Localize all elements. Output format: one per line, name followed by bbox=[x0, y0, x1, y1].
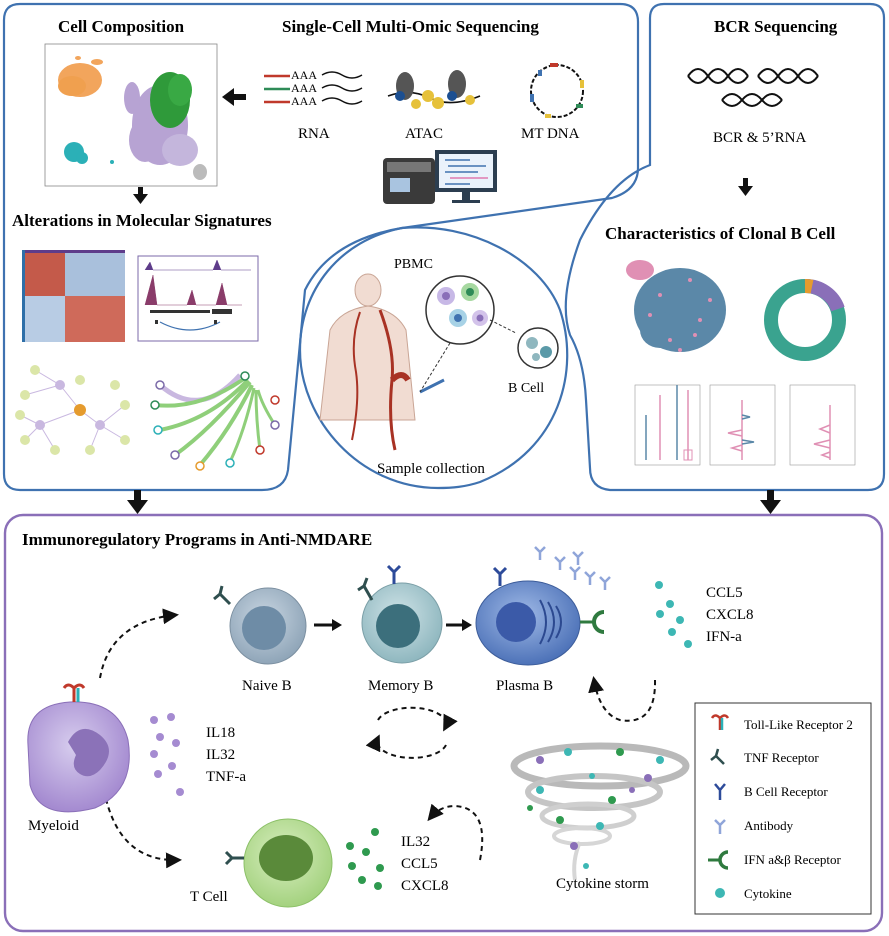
memory-b-cell bbox=[357, 564, 443, 664]
legend-label-cytokine: Cytokine bbox=[744, 886, 792, 901]
legend-box bbox=[694, 702, 872, 915]
t-cytokine-dots bbox=[346, 828, 384, 890]
arrow-down-bcr bbox=[738, 178, 753, 196]
naive-b-label: Naive B bbox=[242, 678, 292, 694]
toll-like-receptor-icon bbox=[710, 714, 730, 730]
ifn-receptor-icon bbox=[708, 850, 729, 870]
top-right-panel-border bbox=[564, 2, 886, 492]
legend-label-toll-like: Toll-Like Receptor 2 bbox=[744, 717, 853, 732]
tnf-receptor-icon bbox=[710, 748, 725, 765]
myeloid-cytokine-3: TNF-a bbox=[206, 769, 246, 785]
sequencer-icon bbox=[383, 150, 497, 204]
legend-item-toll-like: Toll-Like Receptor 2 bbox=[710, 714, 853, 732]
memory-b-label: Memory B bbox=[368, 678, 433, 694]
t-cytokine-3: CXCL8 bbox=[401, 878, 449, 894]
rna-icon bbox=[264, 71, 363, 105]
antibodies-cluster bbox=[534, 546, 611, 590]
legend-label-antibody: Antibody bbox=[744, 818, 794, 833]
t-cell bbox=[224, 818, 333, 908]
mtdna-label: MT DNA bbox=[521, 126, 580, 142]
plasma-b-cell bbox=[475, 566, 605, 666]
mtdna-icon bbox=[530, 63, 584, 118]
legend-label-tnf: TNF Receptor bbox=[744, 750, 819, 765]
dashed-arrow-tcell-loop bbox=[427, 803, 484, 861]
heatmap-thumbnail bbox=[22, 250, 125, 342]
arrow-naive-to-memory bbox=[314, 619, 342, 631]
arrow-down-umap bbox=[133, 187, 148, 204]
myeloid-label: Myeloid bbox=[28, 818, 79, 834]
poly-a-2: AAA bbox=[291, 81, 317, 95]
antibody-icon bbox=[714, 819, 726, 834]
legend-label-bcr: B Cell Receptor bbox=[744, 784, 828, 799]
top-left-panel-border bbox=[2, 2, 640, 492]
bcr-umap bbox=[626, 260, 726, 352]
track-plot-thumbnail bbox=[137, 255, 259, 342]
clonal-title: Characteristics of Clonal B Cell bbox=[605, 224, 836, 243]
poly-a-3: AAA bbox=[291, 94, 317, 108]
plasma-cytokine-dots bbox=[655, 581, 692, 648]
chord-thumbnail bbox=[150, 371, 280, 471]
rna-label: RNA bbox=[298, 126, 330, 142]
sample-collection-label: Sample collection bbox=[377, 461, 485, 477]
legend-item-ifn: IFN a&β Receptor bbox=[708, 850, 842, 870]
dashed-arrow-myeloid-to-tcell bbox=[103, 789, 182, 869]
dashed-arrow-myeloid-to-naive bbox=[99, 608, 179, 679]
naive-b-cell bbox=[213, 585, 307, 665]
bcr-title: BCR Sequencing bbox=[714, 17, 838, 36]
plasma-cytokine-3: IFN-a bbox=[706, 629, 742, 645]
b-cell-label: B Cell bbox=[508, 381, 544, 396]
sample-circle-border bbox=[298, 226, 569, 490]
plasma-cytokine-2: CXCL8 bbox=[706, 607, 754, 623]
umap-plot bbox=[58, 56, 207, 180]
bcr-donut bbox=[764, 279, 846, 361]
legend-item-antibody: Antibody bbox=[714, 818, 794, 834]
bcr-subtitle: BCR & 5’RNA bbox=[713, 130, 807, 146]
arrow-down-left bbox=[127, 490, 148, 514]
cytokine-icon bbox=[715, 888, 725, 898]
bcr-violin-plots bbox=[634, 384, 856, 466]
pbmc-label: PBMC bbox=[394, 257, 433, 272]
atac-label: ATAC bbox=[405, 126, 443, 142]
dna-helix-icon bbox=[687, 68, 819, 107]
pbmc-cells-icon bbox=[425, 275, 495, 345]
cytokine-storm-label: Cytokine storm bbox=[556, 876, 649, 892]
arrow-memory-to-plasma bbox=[446, 619, 472, 631]
cell-composition-title: Cell Composition bbox=[58, 17, 185, 36]
arrow-down-right bbox=[760, 490, 781, 514]
dashed-arrow-storm-to-plasma bbox=[588, 676, 657, 722]
human-body-icon bbox=[319, 273, 445, 451]
multiomic-title: Single-Cell Multi-Omic Sequencing bbox=[282, 17, 539, 36]
b-cell-zoom-icon bbox=[517, 327, 559, 369]
poly-a-1: AAA bbox=[291, 68, 317, 82]
legend-item-cytokine: Cytokine bbox=[715, 886, 792, 901]
legend-item-bcr: B Cell Receptor bbox=[714, 783, 828, 800]
myeloid-cell bbox=[27, 683, 130, 813]
myeloid-cytokine-1: IL18 bbox=[206, 725, 235, 741]
cytokine-storm-icon bbox=[510, 742, 690, 881]
cycle-arrow-icon bbox=[365, 706, 458, 759]
network-thumbnail bbox=[15, 365, 130, 455]
atac-icon bbox=[387, 70, 481, 109]
pbmc-zoom-line-1 bbox=[419, 342, 451, 393]
arrow-left-to-umap bbox=[222, 88, 246, 106]
immuno-title: Immunoregulatory Programs in Anti-NMDARE bbox=[22, 530, 372, 549]
b-cell-receptor-icon bbox=[714, 783, 726, 800]
plasma-b-label: Plasma B bbox=[496, 678, 553, 694]
t-cytokine-2: CCL5 bbox=[401, 856, 438, 872]
plasma-cytokine-1: CCL5 bbox=[706, 585, 743, 601]
t-cytokine-1: IL32 bbox=[401, 834, 430, 850]
molecular-title: Alterations in Molecular Signatures bbox=[12, 211, 272, 230]
legend-item-tnf: TNF Receptor bbox=[710, 748, 819, 765]
t-cell-label: T Cell bbox=[190, 889, 228, 905]
pbmc-zoom-line-2 bbox=[489, 319, 517, 334]
myeloid-cytokine-2: IL32 bbox=[206, 747, 235, 763]
myeloid-cytokine-dots bbox=[150, 713, 184, 796]
legend-label-ifn: IFN a&β Receptor bbox=[744, 852, 842, 867]
immuno-panel-border bbox=[3, 513, 884, 933]
